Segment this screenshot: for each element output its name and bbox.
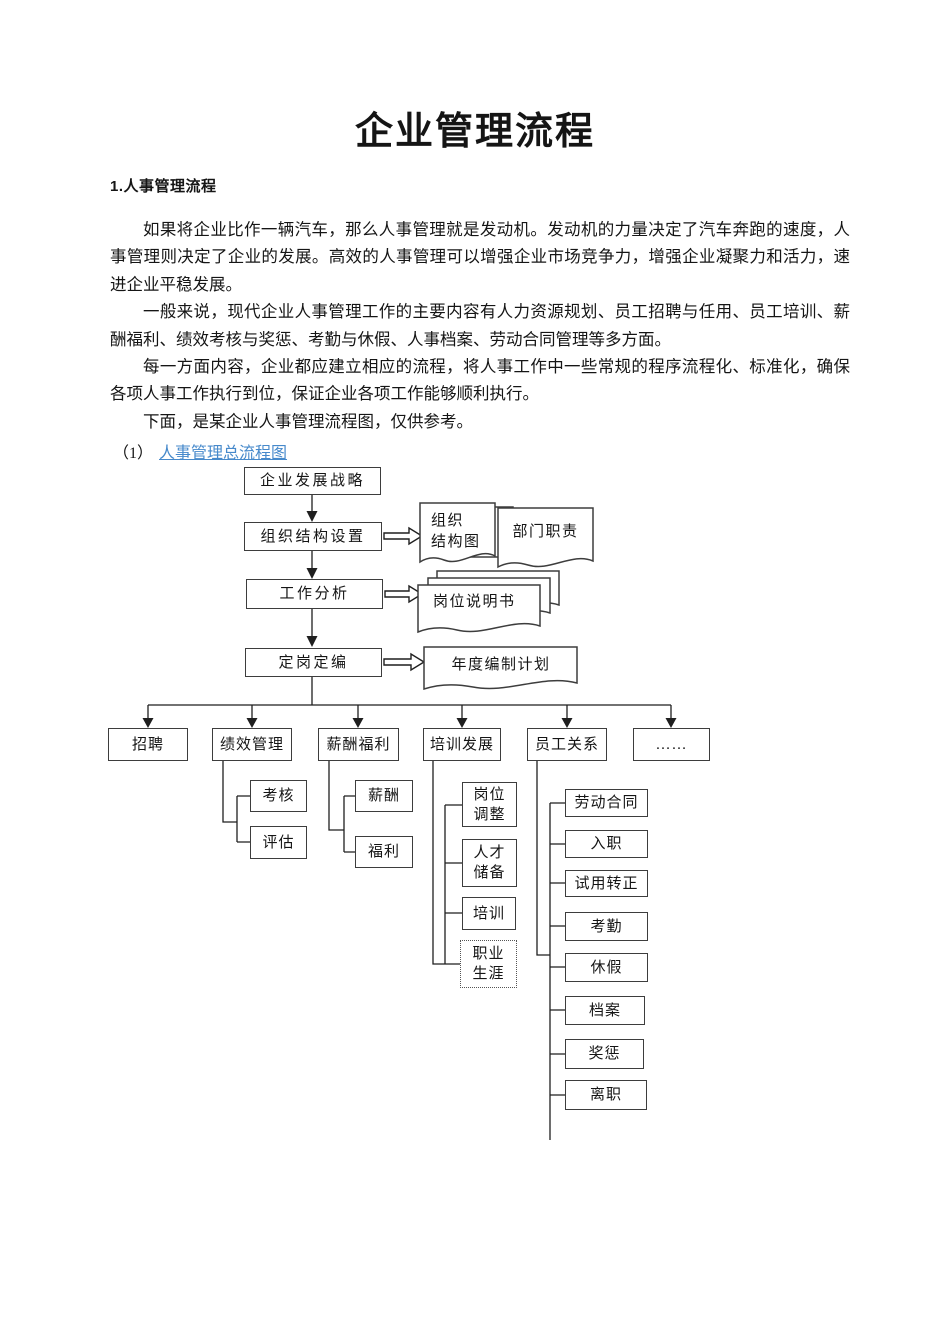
- document-shape-org-chart: [419, 502, 496, 564]
- flow-box-training: 培训发展: [423, 728, 501, 761]
- performance-connectors: [222, 761, 250, 843]
- flow-box-leave: 休假: [565, 953, 648, 982]
- flow-box-assessment: 考核: [250, 780, 307, 812]
- document-shape-job-description: [417, 584, 541, 634]
- document-shape-dept-duty: [497, 507, 594, 569]
- flow-box-compensation: 薪酬福利: [318, 728, 399, 761]
- figure-index-label: （1）: [113, 445, 154, 463]
- flow-box-ellipsis: ……: [633, 728, 710, 761]
- flow-box-strategy: 企业发展战略: [244, 467, 381, 495]
- flow-box-attendance: 考勤: [565, 912, 648, 941]
- branch-trunk-line: [148, 677, 671, 706]
- flow-box-salary: 薪酬: [355, 780, 413, 812]
- flow-box-career: 职业 生涯: [460, 940, 517, 988]
- block-arrow-icon: [383, 526, 424, 546]
- flow-box-resignation: 离职: [565, 1080, 647, 1110]
- figure-link[interactable]: 人事管理总流程图: [159, 445, 288, 463]
- training-connectors: [432, 761, 462, 965]
- flow-box-training-course: 培训: [462, 897, 516, 930]
- doc-dept-duty-label: 部门职责: [512, 524, 579, 540]
- paragraph: 每一方面内容，企业都应建立相应的流程，将人事工作中一些常规的程序流程化、标准化，…: [110, 357, 850, 404]
- compensation-connectors: [328, 761, 355, 853]
- flow-box-labor-contract: 劳动合同: [565, 789, 648, 817]
- flow-box-job-adjustment: 岗位 调整: [462, 782, 517, 827]
- paragraph: 一般来说，现代企业人事管理工作的主要内容有人力资源规划、员工招聘与任用、员工培训…: [110, 302, 850, 349]
- doc-job-description-label: 岗位说明书: [433, 594, 516, 610]
- flow-box-staffing: 定岗定编: [245, 648, 382, 677]
- document-shapes: [417, 502, 594, 691]
- flow-box-employee-relations: 员工关系: [527, 728, 607, 761]
- employee-relation-connectors: [536, 761, 565, 1140]
- document-shape-annual-plan: [423, 646, 578, 691]
- branch-arrow-heads: [142, 718, 677, 728]
- flow-box-recruitment: 招聘: [108, 728, 188, 761]
- flow-box-evaluation: 评估: [250, 826, 307, 859]
- paragraph: 下面，是某企业人事管理流程图，仅供参考。: [143, 411, 473, 431]
- body-text: 如果将企业比作一辆汽车，那么人事管理就是发动机。发动机的力量决定了汽车奔跑的速度…: [110, 216, 850, 468]
- flow-box-onboarding: 入职: [565, 830, 648, 858]
- flow-box-talent-pool: 人才 储备: [462, 839, 517, 887]
- page-title: 企业管理流程: [354, 111, 595, 153]
- branch-arrow-shafts: [147, 705, 672, 719]
- flow-box-probation: 试用转正: [565, 870, 648, 897]
- flow-box-reward-punishment: 奖惩: [565, 1039, 644, 1069]
- block-arrow-icons: [383, 526, 426, 672]
- section-heading: 1.人事管理流程: [110, 178, 217, 195]
- flow-box-org-structure: 组织结构设置: [244, 522, 382, 551]
- block-arrow-icon: [384, 584, 424, 604]
- doc-org-chart-label: 组织 结构图: [431, 513, 481, 550]
- flow-box-archives: 档案: [565, 996, 645, 1025]
- doc-annual-plan-label: 年度编制计划: [451, 657, 551, 673]
- block-arrow-icon: [383, 652, 426, 672]
- figure-caption-line: （1） 人事管理总流程图: [110, 440, 850, 467]
- flow-box-performance: 绩效管理: [212, 728, 292, 761]
- paragraph: 如果将企业比作一辆汽车，那么人事管理就是发动机。发动机的力量决定了汽车奔跑的速度…: [110, 220, 850, 294]
- flow-box-welfare: 福利: [355, 836, 413, 868]
- flow-box-job-analysis: 工作分析: [246, 579, 383, 609]
- connector-lines: [147, 494, 672, 1140]
